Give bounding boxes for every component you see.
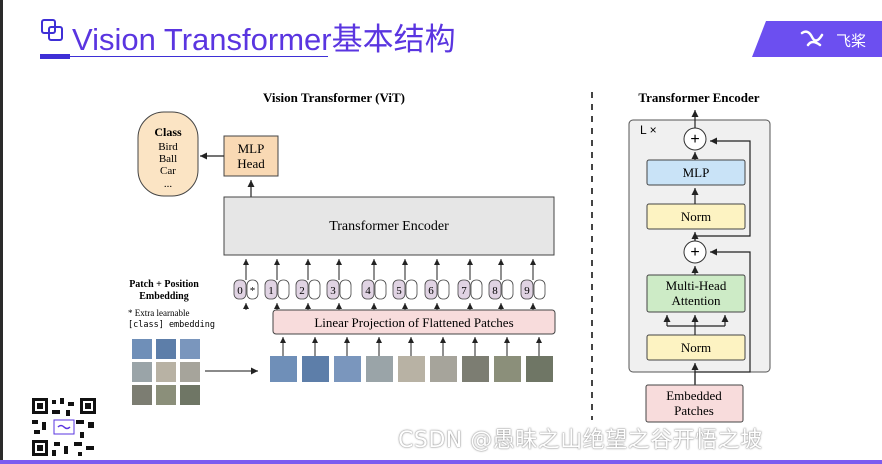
source-image-grid	[132, 339, 200, 405]
title-underline	[40, 54, 70, 59]
class-box: Class Bird Ball Car ...	[137, 111, 199, 197]
title-icon	[41, 19, 63, 41]
repeat-label: L ×	[640, 123, 657, 137]
token-label: 8	[492, 285, 498, 297]
token: 4	[361, 259, 387, 310]
token-label: 4	[365, 285, 371, 297]
token-row: 0 * 1 2 3 4	[233, 259, 546, 310]
token-label: 7	[461, 285, 467, 297]
extra-note-2: [class] embedding	[128, 320, 215, 330]
plus-top: +	[690, 131, 699, 148]
token-label: 5	[396, 285, 402, 297]
transformer-encoder-box: Transformer Encoder	[223, 196, 555, 256]
title-rule	[70, 56, 328, 57]
token: 8	[488, 259, 514, 310]
token-label: 2	[299, 285, 305, 297]
patch-position-label-1: Patch + Position	[129, 279, 199, 290]
token-label: 3	[330, 285, 336, 297]
token-star: *	[250, 285, 256, 297]
encoder-norm-bottom: Norm	[681, 340, 711, 355]
mha-line2: Attention	[671, 293, 721, 308]
plus-middle: +	[690, 244, 699, 261]
linear-projection-box: Linear Projection of Flattened Patches	[272, 309, 556, 335]
token: 7	[457, 259, 483, 310]
embedded-patches-box: Embedded Patches	[645, 363, 744, 423]
linear-projection-label: Linear Projection of Flattened Patches	[314, 315, 513, 330]
class-item: ...	[164, 178, 173, 190]
token: 1	[264, 259, 290, 310]
token: 9	[520, 259, 546, 310]
patch-position-label-2: Embedding	[139, 291, 188, 302]
encoder-mlp: MLP	[683, 165, 710, 180]
class-item: Ball	[159, 153, 177, 165]
token: 6	[424, 259, 450, 310]
mlp-head-box: MLP Head	[223, 135, 279, 177]
qr-code	[30, 396, 98, 458]
watermark: CSDN @愚昧之山绝望之谷开悟之坡	[398, 428, 763, 453]
vit-diagram: Vision Transformer (ViT) Class Bird Ball…	[128, 90, 771, 423]
vit-title: Vision Transformer (ViT)	[263, 90, 405, 105]
mlp-head-line1: MLP	[238, 141, 265, 156]
token-label: 0	[237, 285, 243, 297]
brand-text: 飞桨	[836, 32, 866, 50]
class-item: Car	[160, 165, 176, 177]
encoder-title: Transformer Encoder	[638, 90, 759, 105]
encoder-norm-top: Norm	[681, 209, 711, 224]
brand-logo: 飞桨	[752, 21, 882, 57]
extra-note-1: * Extra learnable	[128, 308, 189, 318]
token: 5	[392, 259, 418, 310]
class-item: Bird	[158, 141, 178, 153]
slide-title: Vision Transformer基本结构	[72, 22, 456, 57]
token-label: 1	[268, 285, 274, 297]
embedded-line1: Embedded	[666, 388, 722, 403]
bottom-accent-line	[0, 460, 882, 464]
mlp-head-line2: Head	[237, 156, 265, 171]
class-heading: Class	[154, 125, 182, 139]
encoder-block: L × + MLP Norm + Multi-Head Attention No…	[628, 110, 771, 384]
mha-line1: Multi-Head	[666, 278, 727, 293]
flattened-patches-row	[270, 337, 553, 382]
token-label: 9	[524, 285, 530, 297]
token: 3	[326, 259, 352, 310]
token-label: 6	[428, 285, 434, 297]
embedded-line2: Patches	[674, 403, 714, 418]
left-edge-bar	[0, 0, 3, 464]
transformer-encoder-label: Transformer Encoder	[329, 219, 449, 234]
token: 2	[295, 259, 321, 310]
